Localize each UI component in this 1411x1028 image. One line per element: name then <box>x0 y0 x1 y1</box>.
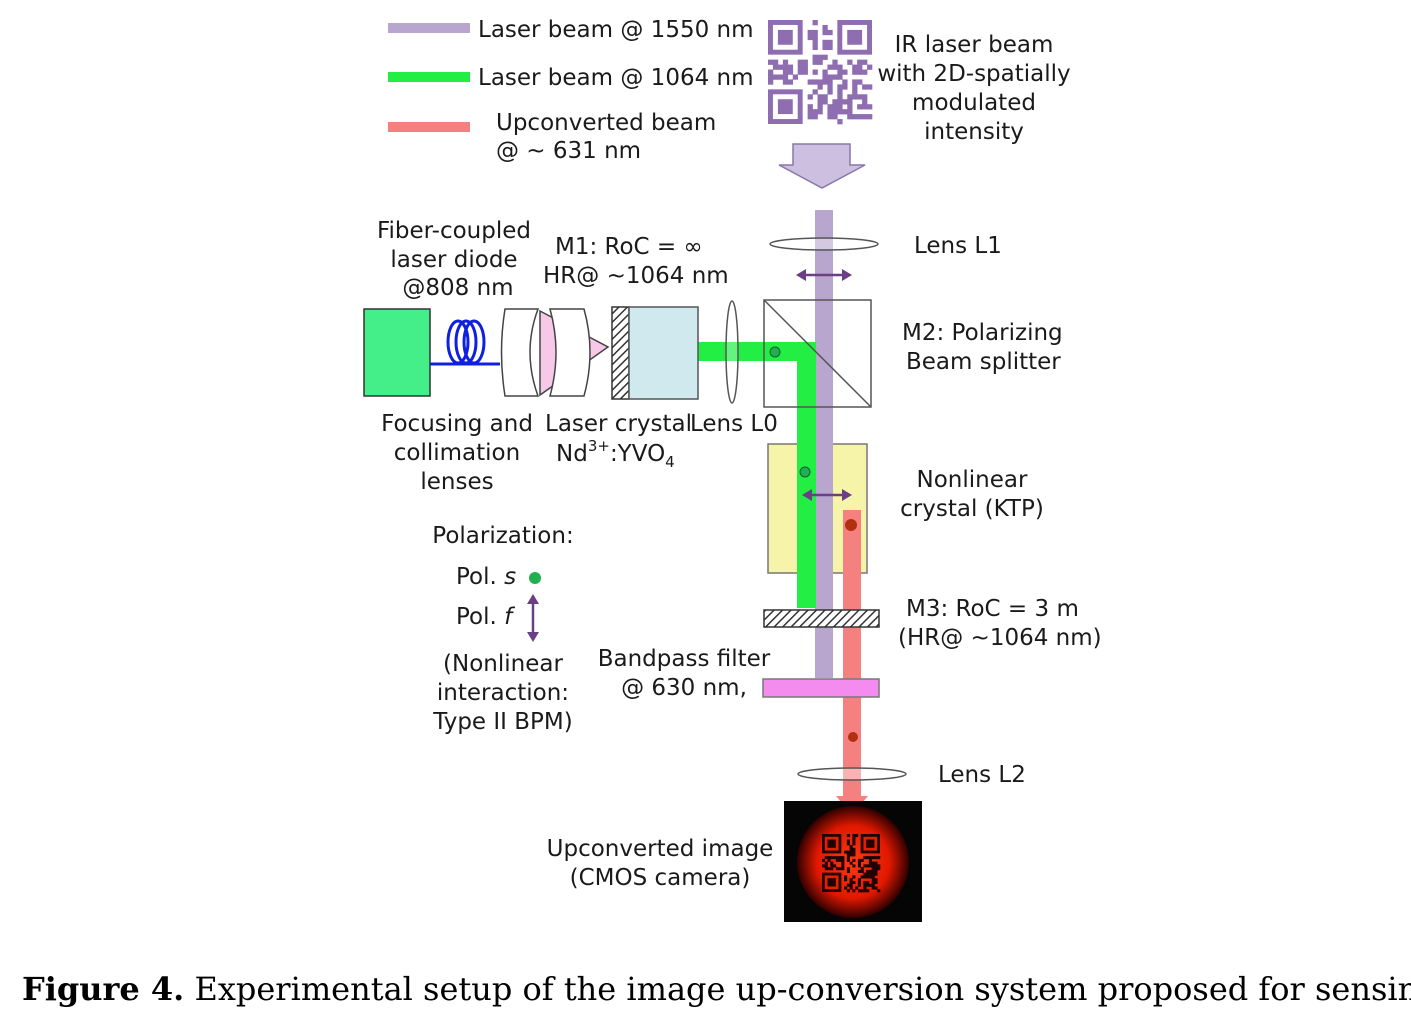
legend-label-upconverted-1: Upconverted beam <box>496 110 716 136</box>
qr-code-pattern <box>768 20 873 125</box>
lens-l2-label: Lens L2 <box>938 762 1026 788</box>
legend: Laser beam @ 1550 nm Laser beam @ 1064 n… <box>388 17 754 164</box>
legend-label-1064: Laser beam @ 1064 nm <box>478 65 754 91</box>
ir-beam-label-1: IR laser beam <box>895 32 1054 58</box>
camera-label-2: (CMOS camera) <box>570 865 751 891</box>
pol-s-dot <box>529 572 541 584</box>
laser-crystal-label-1: Laser crystal <box>545 411 692 437</box>
pump-laser-box <box>363 308 431 397</box>
bandpass-label-1: Bandpass filter <box>598 646 771 672</box>
m3-label-1: M3: RoC = 3 m <box>906 596 1079 622</box>
legend-swatch-1550 <box>388 23 470 33</box>
lens-l1-label: Lens L1 <box>914 233 1002 259</box>
focusing-label-3: lenses <box>420 469 493 495</box>
pol-note-2: interaction: <box>437 680 569 706</box>
caption-text: Experimental setup of the image up-conve… <box>194 970 1411 1008</box>
cmos-camera-image <box>784 801 922 922</box>
input-arrow-icon <box>778 143 866 189</box>
m2-label-2: Beam splitter <box>906 349 1061 375</box>
fiber-laser-label-3: @808 nm <box>402 275 513 301</box>
focusing-lenses <box>500 308 610 397</box>
m1-label-2: HR@ ~1064 nm <box>543 263 729 289</box>
fiber-coil-icon <box>430 319 500 366</box>
m1-mirror <box>611 306 630 400</box>
polarization-legend: Polarization: Pol. s Pol. f (Nonlinear i… <box>432 523 573 735</box>
legend-swatch-1064 <box>388 72 470 82</box>
caption-label: Figure 4. <box>22 970 185 1008</box>
figure-caption: Figure 4. Experimental setup of the imag… <box>22 970 1411 1008</box>
legend-label-upconverted-2: @ ~ 631 nm <box>496 138 641 164</box>
beam-upconverted <box>843 510 861 798</box>
fiber-laser-label-2: laser diode <box>390 247 517 273</box>
ir-beam-label-2: with 2D-spatially <box>877 61 1070 87</box>
lens-l1 <box>769 237 879 251</box>
bandpass-label-2: @ 630 nm, <box>621 675 747 701</box>
m1-label-1: M1: RoC = ∞ <box>555 234 703 260</box>
focusing-label-1: Focusing and <box>381 411 533 437</box>
ir-beam-label-3: modulated <box>912 90 1036 116</box>
polarization-title: Polarization: <box>432 523 573 549</box>
nonlinear-label-2: crystal (KTP) <box>900 496 1044 522</box>
pol-arrow-l1-icon <box>796 269 852 281</box>
pol-note-1: (Nonlinear <box>443 651 563 677</box>
m2-beam-splitter <box>763 299 872 408</box>
lens-l0 <box>725 300 739 404</box>
pol-arrow-ktp-icon <box>802 489 852 501</box>
beam-1550 <box>815 210 833 678</box>
pol-s-label: Pol. s <box>456 564 516 590</box>
fiber-laser-label-1: Fiber-coupled <box>377 218 531 244</box>
camera-label-1: Upconverted image <box>547 836 774 862</box>
legend-swatch-upconverted <box>388 122 470 132</box>
camera-qr-pattern <box>822 834 881 893</box>
setup-diagram: Laser beam @ 1550 nm Laser beam @ 1064 n… <box>363 17 1102 922</box>
focusing-label-2: collimation <box>394 440 520 466</box>
pol-note-3: Type II BPM) <box>432 709 572 735</box>
legend-label-1550: Laser beam @ 1550 nm <box>478 17 754 43</box>
lens-l2 <box>797 767 907 781</box>
ir-beam-label: IR laser beam with 2D-spatially modulate… <box>877 32 1070 145</box>
bandpass-filter <box>762 678 880 698</box>
m3-label-2: (HR@ ~1064 nm) <box>898 625 1102 651</box>
pol-dot-s-1 <box>769 346 781 358</box>
pol-f-arrow-icon <box>527 594 539 642</box>
ir-beam-label-4: intensity <box>924 119 1024 145</box>
laser-crystal <box>628 306 699 400</box>
pol-dot-s-2 <box>799 466 811 478</box>
nonlinear-label-1: Nonlinear <box>917 467 1028 493</box>
laser-crystal-label-2: Nd3+:YVO4 <box>556 437 675 471</box>
lens-l0-label: Lens L0 <box>690 411 778 437</box>
m3-mirror <box>763 609 880 628</box>
pol-dot-up-1 <box>845 519 857 531</box>
pol-dot-up-2 <box>848 732 858 742</box>
m2-label-1: M2: Polarizing <box>902 320 1063 346</box>
pol-f-label: Pol. f <box>456 604 515 630</box>
